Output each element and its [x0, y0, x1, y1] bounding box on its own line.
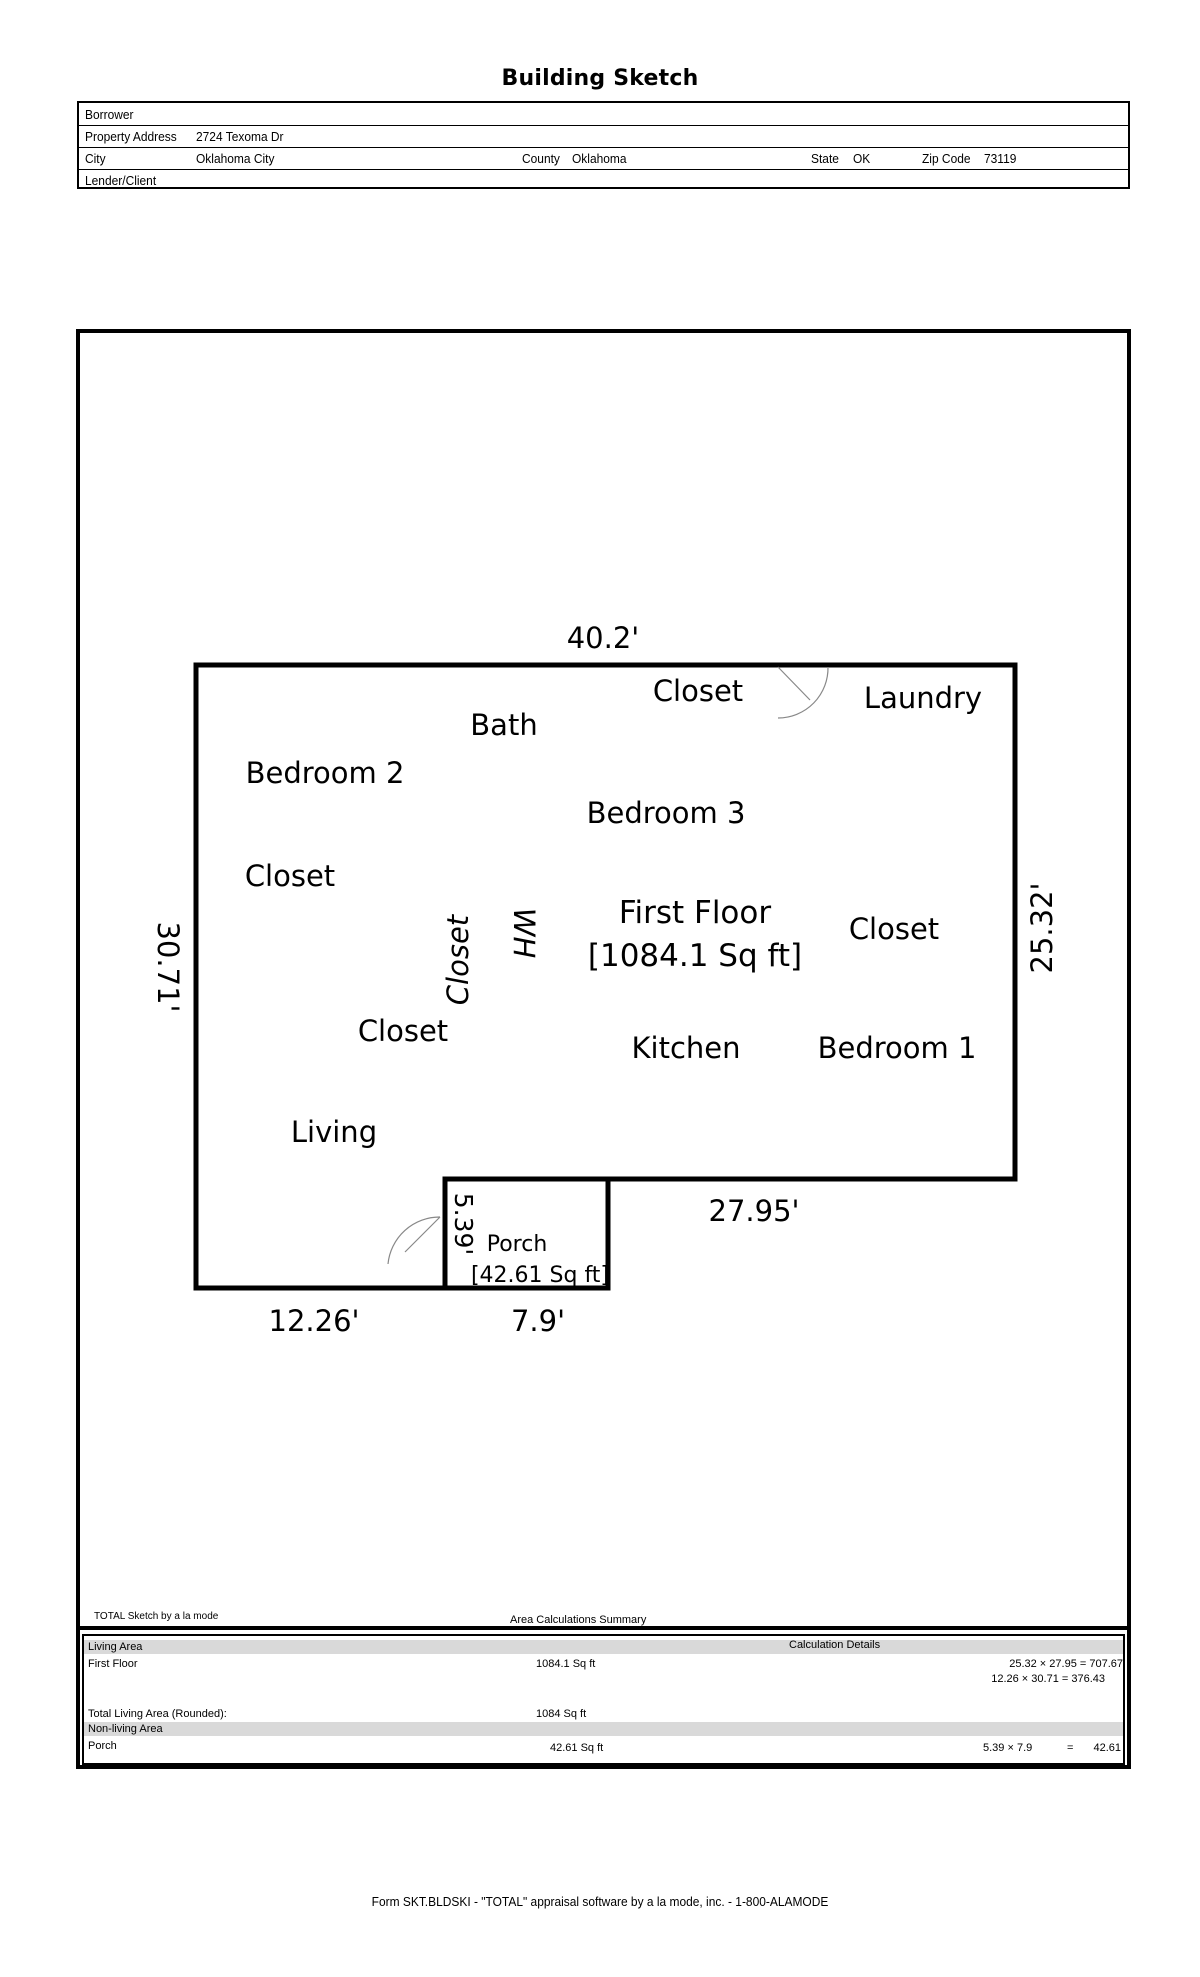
room-closet-vertical: Closet	[441, 913, 475, 1005]
address-row: Property Address 2724 Texoma Dr	[79, 125, 1128, 148]
area-summary: Living Area Calculation Details First Fl…	[76, 1626, 1131, 1769]
porch-equals: =	[1067, 1742, 1074, 1754]
page-title: Building Sketch	[501, 66, 699, 91]
sketch-frame	[76, 329, 1131, 1769]
porch-calc: 5.39 × 7.9	[983, 1742, 1033, 1754]
dimension-bottom-left: 12.26'	[269, 1304, 360, 1338]
room-kitchen: Kitchen	[632, 1031, 741, 1065]
non-living-band	[84, 1722, 1123, 1736]
dimension-bottom-right: 27.95'	[709, 1194, 800, 1228]
first-floor-label: First Floor	[619, 895, 771, 931]
first-floor-row-label: First Floor	[88, 1658, 138, 1670]
room-bedroom-3: Bedroom 3	[587, 796, 746, 830]
first-floor-row-value: 1084.1 Sq ft	[536, 1658, 596, 1670]
dimension-right: 25.32'	[1025, 883, 1059, 974]
dimension-left: 30.71'	[151, 922, 185, 1013]
room-bedroom-1: Bedroom 1	[818, 1031, 977, 1065]
city-row: City Oklahoma City County Oklahoma State…	[79, 147, 1128, 170]
zip-label: Zip Code	[922, 151, 971, 166]
door-swing-top	[777, 666, 829, 719]
dimension-top: 40.2'	[567, 621, 640, 655]
room-bedroom-2: Bedroom 2	[246, 756, 405, 790]
room-closet-top: Closet	[653, 674, 743, 708]
first-floor-area: [1084.1 Sq ft]	[588, 938, 802, 974]
dimension-porch-height: 5.39'	[449, 1193, 478, 1256]
room-bath: Bath	[470, 708, 537, 742]
room-laundry: Laundry	[864, 681, 982, 715]
total-living-value: 1084 Sq ft	[536, 1708, 587, 1720]
sketch-credit: TOTAL Sketch by a la mode	[94, 1611, 219, 1622]
porch-row-value: 42.61 Sq ft	[550, 1742, 604, 1754]
room-closet-mid: Closet	[358, 1014, 448, 1048]
form-footer: Form SKT.BLDSKI - "TOTAL" appraisal soft…	[371, 1894, 829, 1909]
summary-heading: Area Calculations Summary	[510, 1614, 647, 1626]
living-area-label: Living Area	[88, 1641, 143, 1653]
lender-label: Lender/Client	[85, 173, 157, 188]
area-summary-table: Living Area Calculation Details First Fl…	[82, 1634, 1125, 1765]
city-label: City	[85, 151, 106, 166]
address-label: Property Address	[85, 129, 177, 144]
borrower-label: Borrower	[85, 107, 134, 122]
calc-line-1: 25.32 × 27.95 = 707.67	[1009, 1658, 1123, 1670]
zip-value: 73119	[984, 151, 1017, 166]
living-area-band	[84, 1640, 1123, 1654]
porch-result: 42.61	[1093, 1742, 1121, 1754]
room-closet-right: Closet	[849, 912, 939, 946]
lender-row: Lender/Client	[79, 169, 1128, 191]
porch-row-label: Porch	[88, 1740, 117, 1752]
door-swing-porch	[387, 1216, 441, 1265]
calc-line-2: 12.26 × 30.71 = 376.43	[991, 1673, 1105, 1685]
county-label: County	[522, 151, 560, 166]
borrower-row: Borrower	[79, 103, 1128, 126]
state-value: OK	[853, 151, 871, 166]
city-value: Oklahoma City	[196, 151, 275, 166]
porch-area: [42.61 Sq ft]	[471, 1263, 609, 1288]
porch-outline	[442, 1176, 611, 1291]
address-value: 2724 Texoma Dr	[196, 129, 284, 144]
calc-details-label: Calculation Details	[789, 1639, 881, 1651]
total-living-label: Total Living Area (Rounded):	[88, 1708, 227, 1720]
room-porch: Porch	[487, 1232, 548, 1257]
state-label: State	[811, 151, 839, 166]
property-header-table: Borrower Property Address 2724 Texoma Dr…	[77, 101, 1130, 189]
room-closet-left: Closet	[245, 859, 335, 893]
county-value: Oklahoma	[572, 151, 627, 166]
room-living: Living	[291, 1115, 377, 1149]
dimension-bottom-porch: 7.9'	[511, 1304, 565, 1338]
room-wh: WH	[507, 908, 541, 959]
non-living-label: Non-living Area	[88, 1723, 163, 1735]
